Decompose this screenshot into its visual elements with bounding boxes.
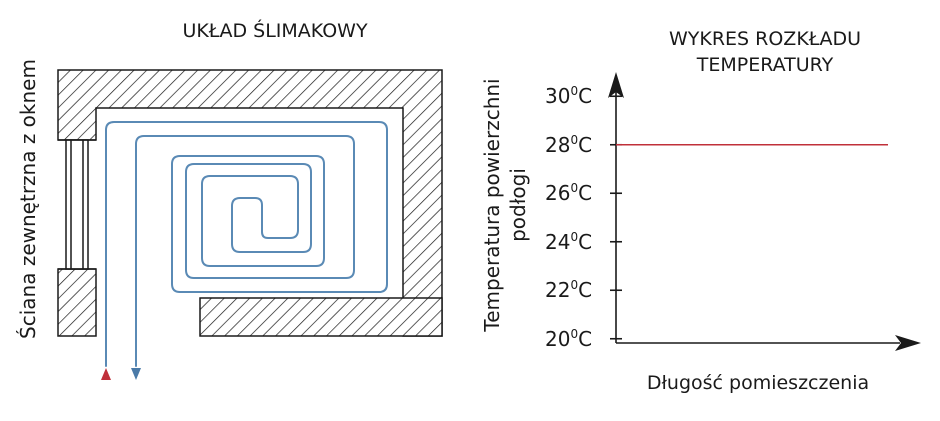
y-tick-number: 22 xyxy=(545,278,571,303)
chart-title: WYKRES ROZKŁADU TEMPERATURY xyxy=(590,26,940,78)
y-tick-unit: C xyxy=(578,132,593,157)
y-tick-unit: C xyxy=(578,181,593,206)
y-tick-degree: 0 xyxy=(570,181,579,196)
y-tick-number: 30 xyxy=(545,84,571,109)
chart-title-line-1: WYKRES ROZKŁADU xyxy=(668,28,861,50)
heating-pipe xyxy=(105,121,388,367)
y-axis-arrow-icon xyxy=(608,72,624,98)
y-tick-degree: 0 xyxy=(570,132,579,147)
y-tick-degree: 0 xyxy=(570,84,579,99)
y-tick-unit: C xyxy=(578,278,593,303)
y-tick-number: 20 xyxy=(545,326,571,351)
left-wall-lower xyxy=(57,268,97,337)
y-tick-label: 260C xyxy=(545,181,592,205)
window xyxy=(58,139,96,270)
y-tick-unit: C xyxy=(578,229,593,254)
y-tick-unit: C xyxy=(578,326,593,351)
y-tick-degree: 0 xyxy=(570,278,579,293)
y-tick-degree: 0 xyxy=(570,229,579,244)
x-axis-arrow-icon xyxy=(895,335,921,351)
y-tick-number: 24 xyxy=(545,229,571,254)
return-arrow-icon xyxy=(131,368,141,380)
y-tick-number: 28 xyxy=(545,132,571,157)
supply-arrow-icon xyxy=(101,368,111,380)
top-right-wall xyxy=(57,69,443,337)
y-tick-label: 240C xyxy=(545,230,592,254)
layout-title: UKŁAD ŚLIMAKOWY xyxy=(182,20,368,42)
y-tick-unit: C xyxy=(578,84,593,109)
x-axis-label: Długość pomieszczenia xyxy=(646,372,870,394)
bottom-wall xyxy=(199,297,443,337)
y-tick-label: 280C xyxy=(545,133,592,157)
chart-title-line-2: TEMPERATURY xyxy=(696,54,834,76)
room-walls xyxy=(57,69,443,337)
window-frame xyxy=(65,139,89,270)
y-tick-degree: 0 xyxy=(570,326,579,341)
y-tick-number: 26 xyxy=(545,181,571,206)
supply-pipe xyxy=(105,121,388,367)
y-tick-label: 300C xyxy=(545,84,592,108)
chart-axes xyxy=(608,72,921,351)
y-tick-label: 220C xyxy=(545,278,592,302)
y-tick-label: 200C xyxy=(545,327,592,351)
